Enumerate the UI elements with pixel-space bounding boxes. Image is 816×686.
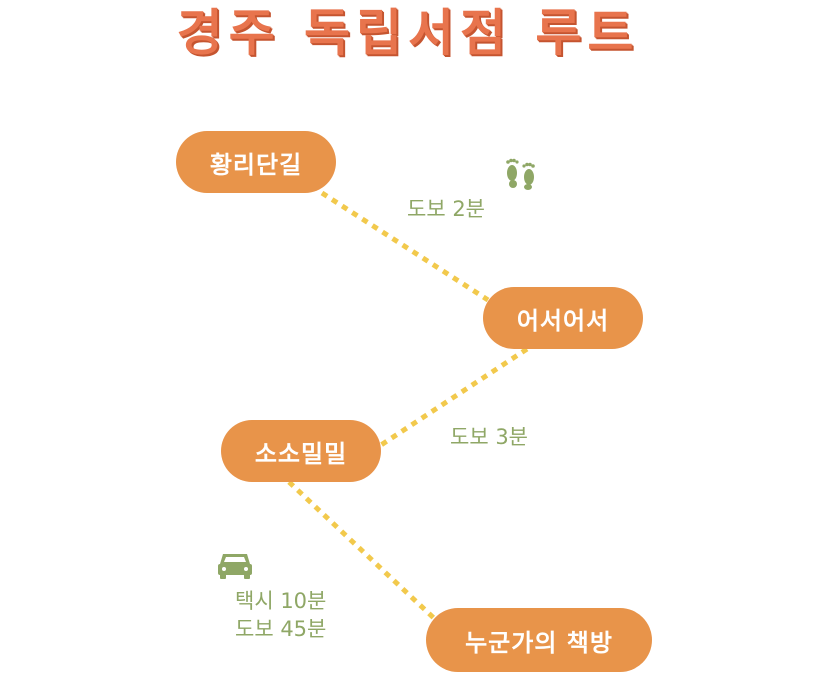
route-label-walk-45min: 도보 45분	[235, 617, 327, 641]
footprints-icon	[506, 158, 535, 190]
connector-2-3	[376, 346, 529, 450]
route-label-taxi-10min: 택시 10분	[235, 589, 327, 613]
node-nugungaui-chaekbang: 누군가의 책방	[426, 608, 652, 672]
car-icon	[218, 554, 252, 579]
node-sosomilmil: 소소밀밀	[221, 420, 381, 482]
route-label-walk-3min: 도보 3분	[450, 425, 528, 449]
node-eoseoeoseo: 어서어서	[483, 287, 643, 349]
route-label-walk-2min: 도보 2분	[407, 197, 485, 221]
page-title: 경주 독립서점 루트	[176, 4, 640, 62]
connector-1-2	[320, 190, 490, 303]
connector-3-4	[287, 480, 440, 624]
node-hwangnidan-gil: 황리단길	[176, 131, 336, 193]
